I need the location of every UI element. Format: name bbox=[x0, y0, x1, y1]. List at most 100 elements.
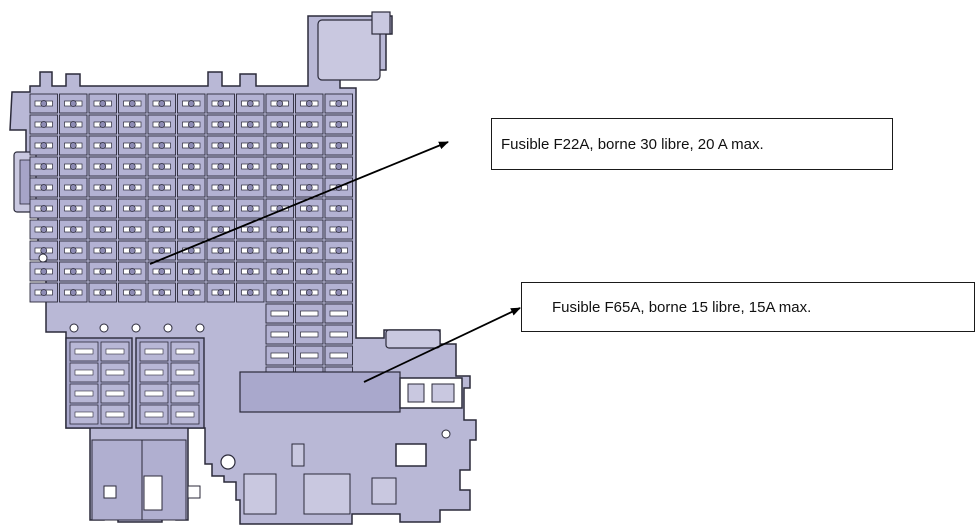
fuse-slot bbox=[236, 114, 265, 135]
fuse-slot bbox=[236, 135, 265, 156]
fuse-slot bbox=[177, 114, 206, 135]
fuse-slot bbox=[147, 282, 176, 303]
callout-arrow-f22a bbox=[149, 141, 449, 265]
fuse-slot bbox=[177, 156, 206, 177]
fuse-slot bbox=[88, 156, 117, 177]
fuse-slot bbox=[147, 261, 176, 282]
fuse-slot bbox=[324, 324, 353, 345]
fuse-slot bbox=[265, 135, 294, 156]
fuse-slot bbox=[88, 198, 117, 219]
fuse-slot bbox=[295, 177, 324, 198]
fuse-slot bbox=[118, 114, 147, 135]
fuse-slot bbox=[206, 240, 235, 261]
fuse-slot bbox=[324, 240, 353, 261]
fuse-slot bbox=[324, 135, 353, 156]
fuse-slot bbox=[177, 282, 206, 303]
fuse-slot bbox=[88, 282, 117, 303]
fuse-slot bbox=[59, 282, 88, 303]
fuse-slot bbox=[177, 93, 206, 114]
fuse-slot bbox=[295, 93, 324, 114]
callout-arrow-f65a bbox=[363, 307, 521, 383]
relay-slot-bar bbox=[105, 369, 125, 376]
fuse-slot bbox=[177, 135, 206, 156]
fuse-slot bbox=[236, 198, 265, 219]
fuse-slot bbox=[29, 114, 58, 135]
relay-slot-bar bbox=[144, 411, 164, 418]
fuse-slot bbox=[177, 198, 206, 219]
fuse-slot bbox=[206, 177, 235, 198]
fuse-slot bbox=[29, 240, 58, 261]
fuse-slot bbox=[59, 261, 88, 282]
relay-slot-bar bbox=[74, 390, 94, 397]
relay-slot-bar bbox=[144, 348, 164, 355]
fuse-slot bbox=[88, 219, 117, 240]
fuse-slot bbox=[295, 282, 324, 303]
fuse-slot bbox=[118, 93, 147, 114]
fuse-slot bbox=[29, 219, 58, 240]
fuse-slot bbox=[265, 156, 294, 177]
fuse-slot bbox=[88, 135, 117, 156]
fuse-slot bbox=[118, 261, 147, 282]
relay-slot-bar bbox=[105, 411, 125, 418]
callout-f65a: Fusible F65A, borne 15 libre, 15A max. bbox=[521, 282, 975, 332]
mounting-holes bbox=[38, 253, 205, 333]
fuse-slot bbox=[206, 114, 235, 135]
fuse-slot bbox=[59, 114, 88, 135]
fuse-slot bbox=[147, 93, 176, 114]
fuse-slot bbox=[177, 177, 206, 198]
fuse-slot bbox=[177, 240, 206, 261]
relay-block bbox=[65, 337, 205, 429]
relay-slot-bar bbox=[144, 390, 164, 397]
callout-f22a: Fusible F22A, borne 30 libre, 20 A max. bbox=[491, 118, 893, 170]
fuse-slot bbox=[324, 114, 353, 135]
fuse-slot bbox=[265, 177, 294, 198]
fuse-slot bbox=[147, 240, 176, 261]
fuse-slot bbox=[59, 240, 88, 261]
fuse-slot bbox=[295, 219, 324, 240]
fuse-slot bbox=[206, 261, 235, 282]
fuse-slot bbox=[236, 240, 265, 261]
fuse-slot bbox=[59, 177, 88, 198]
callout-f22a-text: Fusible F22A, borne 30 libre, 20 A max. bbox=[501, 135, 764, 153]
fuse-slot bbox=[324, 219, 353, 240]
fuse-slot bbox=[29, 135, 58, 156]
fuse-slot bbox=[295, 156, 324, 177]
relay-slot-bar bbox=[175, 369, 195, 376]
fuse-slot bbox=[265, 324, 294, 345]
fuse-slot bbox=[265, 261, 294, 282]
fuse-slot bbox=[88, 240, 117, 261]
fuse-slot bbox=[206, 135, 235, 156]
relay-slot-bar bbox=[74, 348, 94, 355]
fuse-slot bbox=[206, 282, 235, 303]
fuse-slot bbox=[265, 114, 294, 135]
fuse-slot bbox=[265, 240, 294, 261]
callout-f65a-text: Fusible F65A, borne 15 libre, 15A max. bbox=[552, 298, 812, 316]
fuse-slot bbox=[265, 345, 294, 366]
fuse-slot bbox=[324, 156, 353, 177]
fuse-slot bbox=[265, 93, 294, 114]
fuse-slot bbox=[295, 345, 324, 366]
fuse-slot bbox=[29, 282, 58, 303]
fuse-slot bbox=[236, 177, 265, 198]
relay-slot-bar bbox=[144, 369, 164, 376]
fuse-slot bbox=[324, 93, 353, 114]
fuse-slot bbox=[324, 282, 353, 303]
fuse-slot bbox=[236, 156, 265, 177]
fuse-slot bbox=[295, 114, 324, 135]
relay-slot-bar bbox=[105, 390, 125, 397]
relay-slot-bar bbox=[74, 411, 94, 418]
fuse-slot bbox=[147, 135, 176, 156]
fuse-slot bbox=[88, 114, 117, 135]
fuse-slot bbox=[236, 282, 265, 303]
fuse-slot bbox=[118, 177, 147, 198]
relay-slot-bar bbox=[175, 390, 195, 397]
fuse-slot bbox=[324, 261, 353, 282]
fuse-slot bbox=[29, 261, 58, 282]
fuse-slot bbox=[147, 114, 176, 135]
fuse-slot bbox=[295, 324, 324, 345]
relay-slot-bar bbox=[74, 369, 94, 376]
fuse-slot bbox=[59, 156, 88, 177]
fuse-slot bbox=[147, 198, 176, 219]
fuse-slot bbox=[177, 219, 206, 240]
relay-slot-bar bbox=[175, 348, 195, 355]
